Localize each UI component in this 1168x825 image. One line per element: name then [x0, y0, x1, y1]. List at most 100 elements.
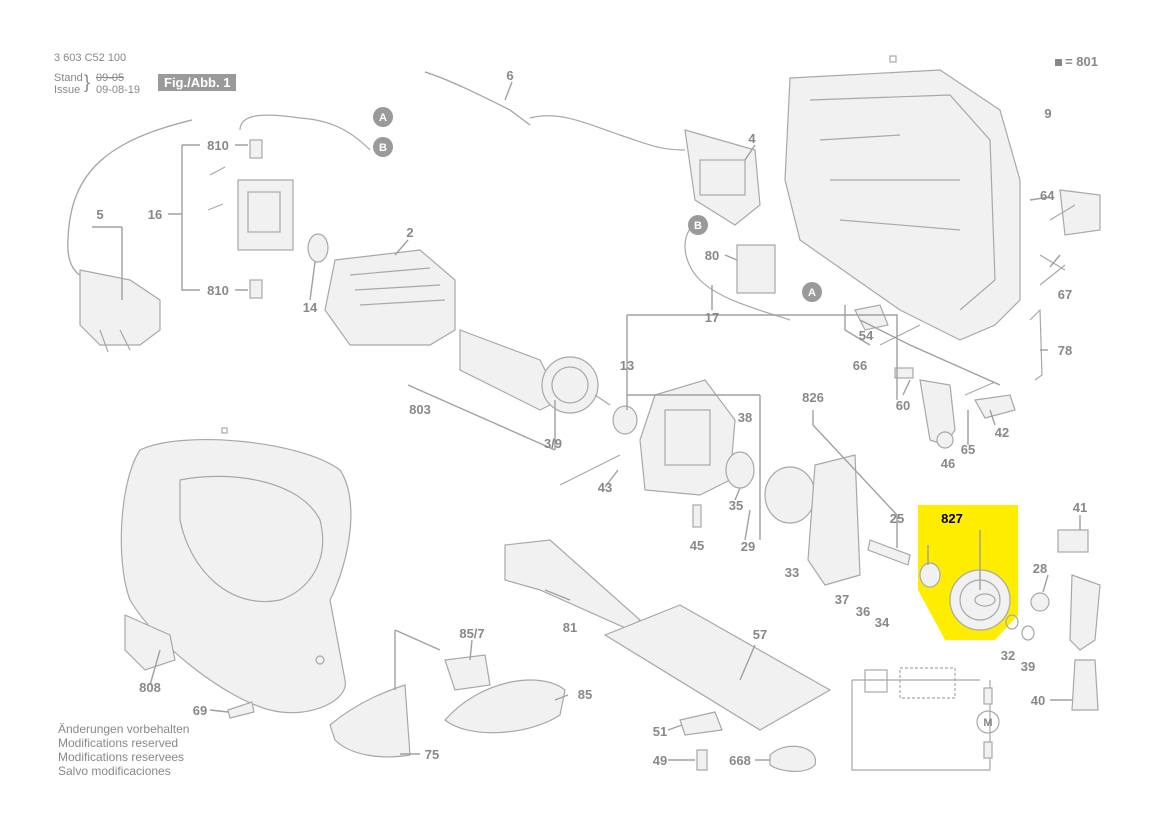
capacitor — [736, 244, 776, 294]
part-label: 17 — [705, 310, 719, 325]
part-label: 67 — [1058, 287, 1072, 302]
part-label: 810 — [207, 138, 229, 153]
electronic-module — [684, 129, 761, 226]
part-label: 810 — [207, 283, 229, 298]
legend: = 801 — [1055, 54, 1098, 69]
part-label: 826 — [802, 390, 824, 405]
square-marker-icon — [1055, 59, 1063, 66]
part-label: 37 — [835, 592, 849, 607]
hose — [424, 71, 686, 151]
bearing — [1030, 592, 1050, 612]
brace-glyph: } — [84, 72, 91, 92]
part-label: 41 — [1073, 500, 1087, 515]
switch-assembly — [207, 114, 371, 299]
plunger — [1057, 529, 1101, 711]
part-label: 6 — [506, 68, 513, 83]
callout-b-mid: B — [688, 215, 708, 235]
protective-hood — [444, 679, 566, 734]
part-label: 29 — [741, 539, 755, 554]
jigsaw-body — [120, 427, 352, 714]
motor-symbol-label: M — [983, 717, 992, 729]
part-label: 38 — [738, 410, 752, 425]
small-parts-right — [854, 189, 1101, 449]
figure-label: Fig./Abb. 1 — [158, 74, 237, 91]
callout-b-top: B — [373, 137, 393, 157]
clamp — [444, 654, 491, 691]
part-label: 45 — [690, 538, 704, 553]
new-date: 09-08-19 — [96, 84, 141, 96]
callout-b-label: B — [379, 142, 387, 154]
legend-text: = 801 — [1065, 54, 1098, 69]
stand-label: Stand — [54, 72, 83, 84]
part-label: 668 — [729, 753, 751, 768]
part-label: 4 — [748, 131, 756, 146]
knob — [769, 745, 816, 772]
note-line-fr: Modifications reservees — [58, 750, 185, 764]
part-label: 80 — [705, 248, 719, 263]
ring — [1021, 625, 1035, 641]
leader-lines — [92, 81, 1081, 761]
part-label: 13 — [620, 358, 634, 373]
spindle — [504, 539, 641, 631]
part-label: 32 — [1001, 648, 1015, 663]
part-label: 54 — [859, 328, 874, 343]
part-label: 64 — [1040, 188, 1055, 203]
issue-label: Issue — [54, 84, 81, 96]
part-label: 3/9 — [544, 436, 562, 451]
highlighted-part-label: 827 — [941, 511, 963, 526]
part-label: 5 — [96, 207, 103, 222]
part-label: 43 — [598, 480, 612, 495]
note-line-es: Salvo modificaciones — [58, 764, 171, 778]
note-line-en: Modifications reserved — [58, 736, 179, 750]
washer — [725, 451, 755, 489]
gear-827 — [919, 562, 1011, 631]
stator — [307, 233, 456, 346]
part-label: 75 — [425, 747, 439, 762]
part-label: 60 — [896, 398, 910, 413]
part-label: 33 — [785, 565, 799, 580]
part-label: 9 — [1044, 106, 1051, 121]
part-label: 39 — [1021, 659, 1035, 674]
pin — [559, 454, 621, 486]
part-label: 40 — [1031, 693, 1045, 708]
part-label: 16 — [148, 207, 162, 222]
circuit-schematic — [851, 667, 1000, 771]
part-label: 65 — [961, 442, 975, 457]
part-label: 66 — [853, 358, 867, 373]
callout-a-label: A — [379, 112, 387, 124]
power-cord — [67, 119, 193, 353]
part-label: 49 — [653, 753, 667, 768]
part-label: 28 — [1033, 561, 1047, 576]
part-label: 85/7 — [459, 626, 484, 641]
screw — [227, 701, 255, 719]
part-label: 36 — [856, 604, 870, 619]
part-label: 14 — [303, 300, 318, 315]
support-plate — [807, 454, 861, 586]
part-label: 35 — [729, 498, 743, 513]
housing-half — [784, 55, 1021, 341]
callout-a-label: A — [808, 287, 816, 299]
base-plate — [603, 604, 832, 731]
callout-a-top: A — [373, 107, 393, 127]
part-label: 808 — [139, 680, 161, 695]
wire — [684, 219, 791, 321]
callout-a-mid: A — [802, 282, 822, 302]
part-label: 81 — [563, 620, 577, 635]
part-label: 46 — [941, 456, 955, 471]
part-label: 85 — [578, 687, 592, 702]
document-number: 3 603 C52 100 — [54, 52, 127, 64]
guide-plate-disc — [764, 466, 816, 524]
lever — [679, 711, 723, 736]
shaft — [867, 539, 911, 566]
old-date: 09-05 — [96, 72, 125, 84]
cover — [329, 684, 411, 758]
part-label: 51 — [653, 724, 667, 739]
modifications-note: Änderungen vorbehalten Modifications res… — [58, 722, 189, 778]
screw-49 — [696, 749, 708, 771]
part-label: 78 — [1058, 343, 1072, 358]
part-label: 34 — [875, 615, 890, 630]
part-label: 2 — [406, 225, 413, 240]
gear-housing — [639, 379, 736, 496]
